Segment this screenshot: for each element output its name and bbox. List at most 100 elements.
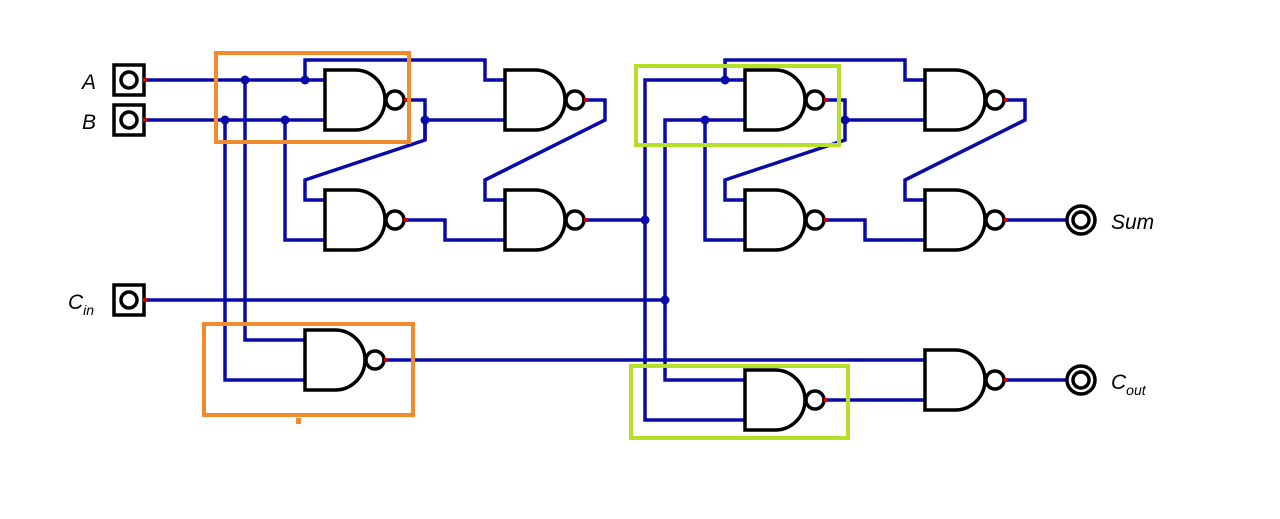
input-switch-b[interactable] (112, 103, 147, 137)
nand-gate-4 (503, 188, 588, 252)
input-switch-knob (119, 110, 139, 130)
output-label-sum: Sum (1111, 211, 1154, 234)
nand-gate-10 (743, 368, 828, 432)
wire-cin-to-g8 (703, 120, 745, 242)
wire-a-to-g2 (303, 58, 505, 82)
nand-inversion-bubble (384, 89, 406, 111)
junction-dot (720, 75, 730, 85)
wire-cin-down-to-g10 (663, 300, 745, 382)
gate-output-pin (404, 218, 408, 222)
ports (112, 63, 1097, 396)
wire-g6-to-g8 (723, 120, 847, 202)
nand-gate-1 (323, 68, 408, 132)
nand-inversion-bubble (804, 389, 826, 411)
junctions (220, 75, 850, 305)
highlight-green-top (634, 64, 841, 147)
nand-gate-6 (743, 68, 828, 132)
output-label-cout: Cout (1111, 371, 1147, 398)
gate-output-pin (1004, 218, 1008, 222)
nand-gate-7 (923, 68, 1008, 132)
input-switch-knob (119, 70, 139, 90)
nand-gate-8 (743, 188, 828, 252)
nand-gate-body (303, 328, 367, 392)
nand-inversion-bubble (384, 209, 406, 231)
junction-dot (840, 115, 850, 125)
labels: A B Cin Sum Cout (68, 71, 1154, 398)
wire-a-down-to-g5 (243, 80, 305, 342)
nand-inversion-bubble (564, 209, 586, 231)
nand-inversion-bubble (804, 209, 826, 231)
gate-output-pin (584, 218, 588, 222)
junction-dot (220, 115, 230, 125)
wire-g7-to-g9 (903, 98, 1027, 202)
highlight-orange-tick (296, 418, 301, 424)
output-led-core (1071, 210, 1091, 230)
junction-dot (640, 215, 650, 225)
wire-g2-to-g4 (483, 98, 607, 202)
nand-inversion-bubble (564, 89, 586, 111)
junction-dot (660, 295, 670, 305)
gate-output-pin (824, 398, 828, 402)
output-led-core (1071, 370, 1091, 390)
nand-gate-body (323, 68, 387, 132)
nand-gate-cout (923, 348, 1008, 412)
input-label-cin: Cin (68, 291, 94, 318)
wire-g3-to-g4 (405, 218, 505, 242)
nand-gate-5 (303, 328, 388, 392)
nand-gate-body (743, 68, 807, 132)
highlight-orange-bottom (202, 322, 415, 417)
gate-output-pin (584, 98, 588, 102)
nand-inversion-bubble (984, 209, 1006, 231)
nand-gate-body (503, 68, 567, 132)
nand-gate-body (503, 188, 567, 252)
output-label-cout-sub: out (1126, 382, 1147, 398)
input-switch-cin[interactable] (112, 283, 147, 317)
output-led-sum (1065, 204, 1097, 236)
junction-dot (420, 115, 430, 125)
wire-x-down-to-g10 (643, 220, 745, 422)
gate-output-pin (1004, 378, 1008, 382)
output-label-cout-main: C (1111, 371, 1127, 394)
gate-output-pin (824, 218, 828, 222)
nand-gate-2 (503, 68, 588, 132)
nand-inversion-bubble (804, 89, 826, 111)
junction-dot (300, 75, 310, 85)
wires (145, 58, 1070, 422)
input-label-cin-main: C (68, 291, 84, 314)
wire-g8-to-g9 (825, 218, 925, 242)
input-label-a: A (80, 71, 96, 94)
nand-gate-body (923, 188, 987, 252)
gate-output-pin (384, 358, 388, 362)
highlight-green-bottom (629, 364, 850, 440)
input-switch-a[interactable] (112, 63, 147, 97)
gate-output-pin (404, 98, 408, 102)
nand-gate-body (923, 348, 987, 412)
nand-gate-body (323, 188, 387, 252)
input-switch-knob (119, 290, 139, 310)
nand-gate-3 (323, 188, 408, 252)
input-output-pin (143, 118, 147, 122)
nand-inversion-bubble (984, 89, 1006, 111)
nand-gate-9 (923, 188, 1008, 252)
junction-dot (700, 115, 710, 125)
junction-dot (240, 75, 250, 85)
output-led-cout (1065, 364, 1097, 396)
highlight-boxes (202, 51, 850, 440)
junction-dot (280, 115, 290, 125)
nand-gates (303, 68, 1008, 432)
input-label-cin-sub: in (83, 302, 94, 318)
gate-output-pin (1004, 98, 1008, 102)
gate-output-pin (824, 98, 828, 102)
input-output-pin (143, 298, 147, 302)
input-output-pin (143, 78, 147, 82)
nand-gate-body (743, 188, 807, 252)
input-label-b: B (82, 111, 96, 134)
wire-b-to-g3 (283, 120, 325, 242)
wire-g1-out (405, 98, 505, 122)
nand-gate-body (743, 368, 807, 432)
highlight-orange-top (214, 51, 411, 144)
wire-g6-out (825, 98, 925, 122)
nand-inversion-bubble (364, 349, 386, 371)
